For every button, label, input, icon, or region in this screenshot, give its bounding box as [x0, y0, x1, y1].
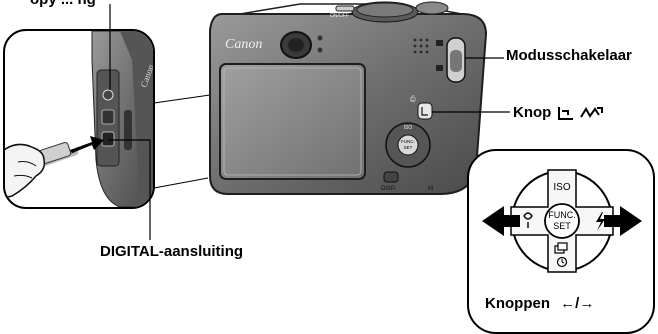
lcd-screen [220, 64, 365, 179]
disp-label: DISP. [381, 186, 396, 192]
small-control-dial: FUNC. SET ISO [386, 123, 430, 167]
print-share-button[interactable] [418, 103, 432, 119]
brand-logo: Canon [225, 37, 262, 52]
camera-back: ON/OFF Canon ⎙ [210, 2, 486, 194]
set-label: SET [553, 221, 571, 231]
left-right-arrows-icon: ←/→ [560, 295, 594, 312]
small-set-label: SET [404, 145, 413, 150]
playback-mode-icon [436, 65, 443, 71]
mode-switch-label: Modusschakelaar [506, 47, 632, 65]
speaker-grille [414, 39, 429, 54]
print-button-label-text: Knop [513, 104, 551, 121]
small-iso-label: ISO [404, 125, 413, 131]
camera-mode-icon [436, 40, 443, 46]
ports-icon [103, 90, 113, 100]
power-button [336, 6, 354, 11]
top-label-cropped: opy ... ng [30, 0, 96, 9]
digital-port [102, 132, 114, 146]
arrow-buttons-label: Knoppen ←/→ [485, 295, 594, 313]
side-inset: Canon [4, 30, 156, 208]
arrow-buttons-label-text: Knoppen [485, 295, 550, 312]
menu-label: M [428, 186, 433, 192]
onoff-label: ON/OFF [330, 13, 349, 19]
share-wave-icon [580, 105, 604, 121]
disp-button[interactable] [384, 172, 398, 182]
print-icon: ⎙ [410, 96, 416, 103]
print-icon [556, 105, 576, 121]
iso-label: ISO [553, 182, 570, 193]
print-button-label: Knop [513, 104, 604, 122]
shutter-button [416, 2, 448, 14]
digital-port-label: DIGITAL-aansluiting [100, 243, 243, 261]
av-port [102, 110, 114, 124]
small-func-label: FUNC. [401, 139, 415, 144]
func-label: FUNC. [548, 210, 576, 220]
